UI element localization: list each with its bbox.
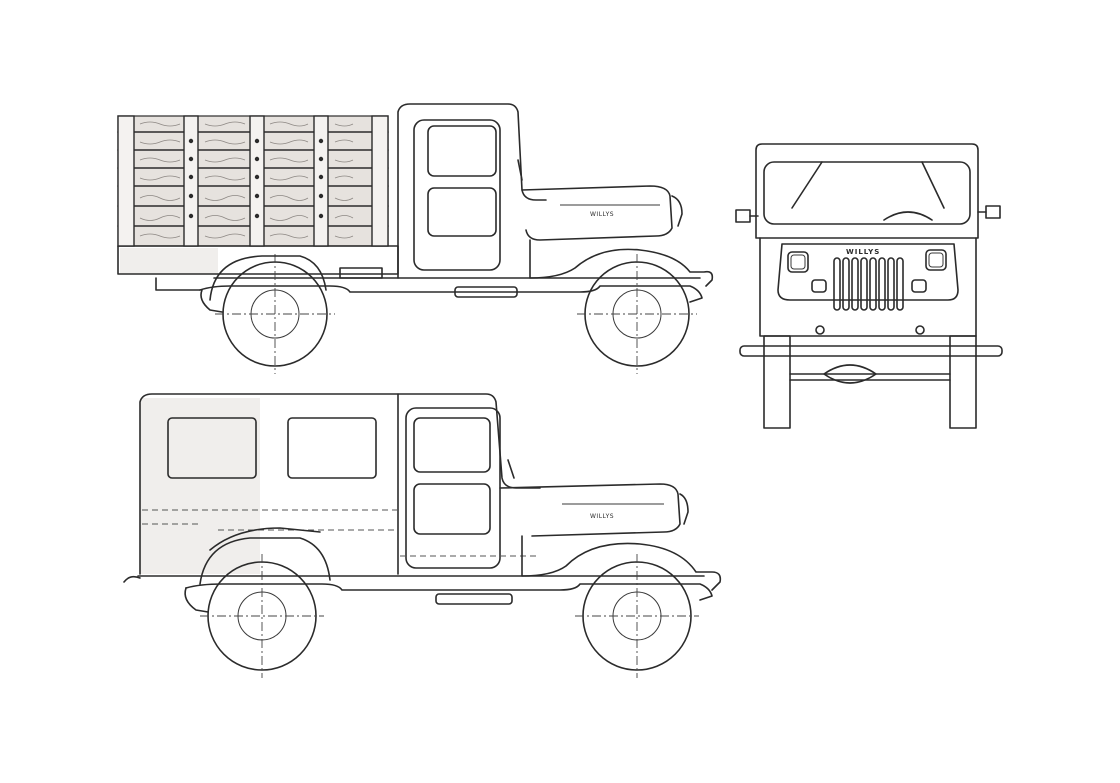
front-bumper-axle	[739, 335, 1003, 429]
front-windshield	[755, 143, 979, 239]
bed-stakes	[117, 115, 389, 247]
grille-slots	[833, 257, 904, 311]
front-mirrors	[735, 205, 1001, 223]
wagon-rear-wheel	[200, 554, 324, 678]
pickup-front-wheel	[577, 254, 697, 374]
wagon-hood: WILLYS	[499, 483, 722, 591]
pickup-rear-wheel	[209, 254, 335, 374]
wagon-rear-fender	[199, 527, 331, 585]
pickup-side-view: WILLYS	[117, 103, 714, 374]
wood-grain	[139, 121, 354, 239]
stake-bed	[117, 115, 399, 275]
front-grille-body: WILLYS	[759, 237, 977, 337]
wagon-chassis	[123, 575, 713, 613]
wagon-body	[139, 393, 541, 575]
pickup-cab	[397, 103, 547, 279]
front-view: WILLYS	[735, 143, 1003, 429]
stake-bolts	[188, 138, 324, 219]
wagon-side-view: WILLYS	[123, 393, 722, 678]
front-grille-badge: WILLYS	[846, 248, 880, 256]
wagon-hood-badge: WILLYS	[590, 513, 614, 520]
pickup-hood-badge: WILLYS	[590, 211, 614, 218]
pickup-hood: WILLYS	[521, 185, 714, 287]
pickup-chassis	[155, 267, 703, 313]
wagon-front-wheel	[575, 554, 699, 678]
